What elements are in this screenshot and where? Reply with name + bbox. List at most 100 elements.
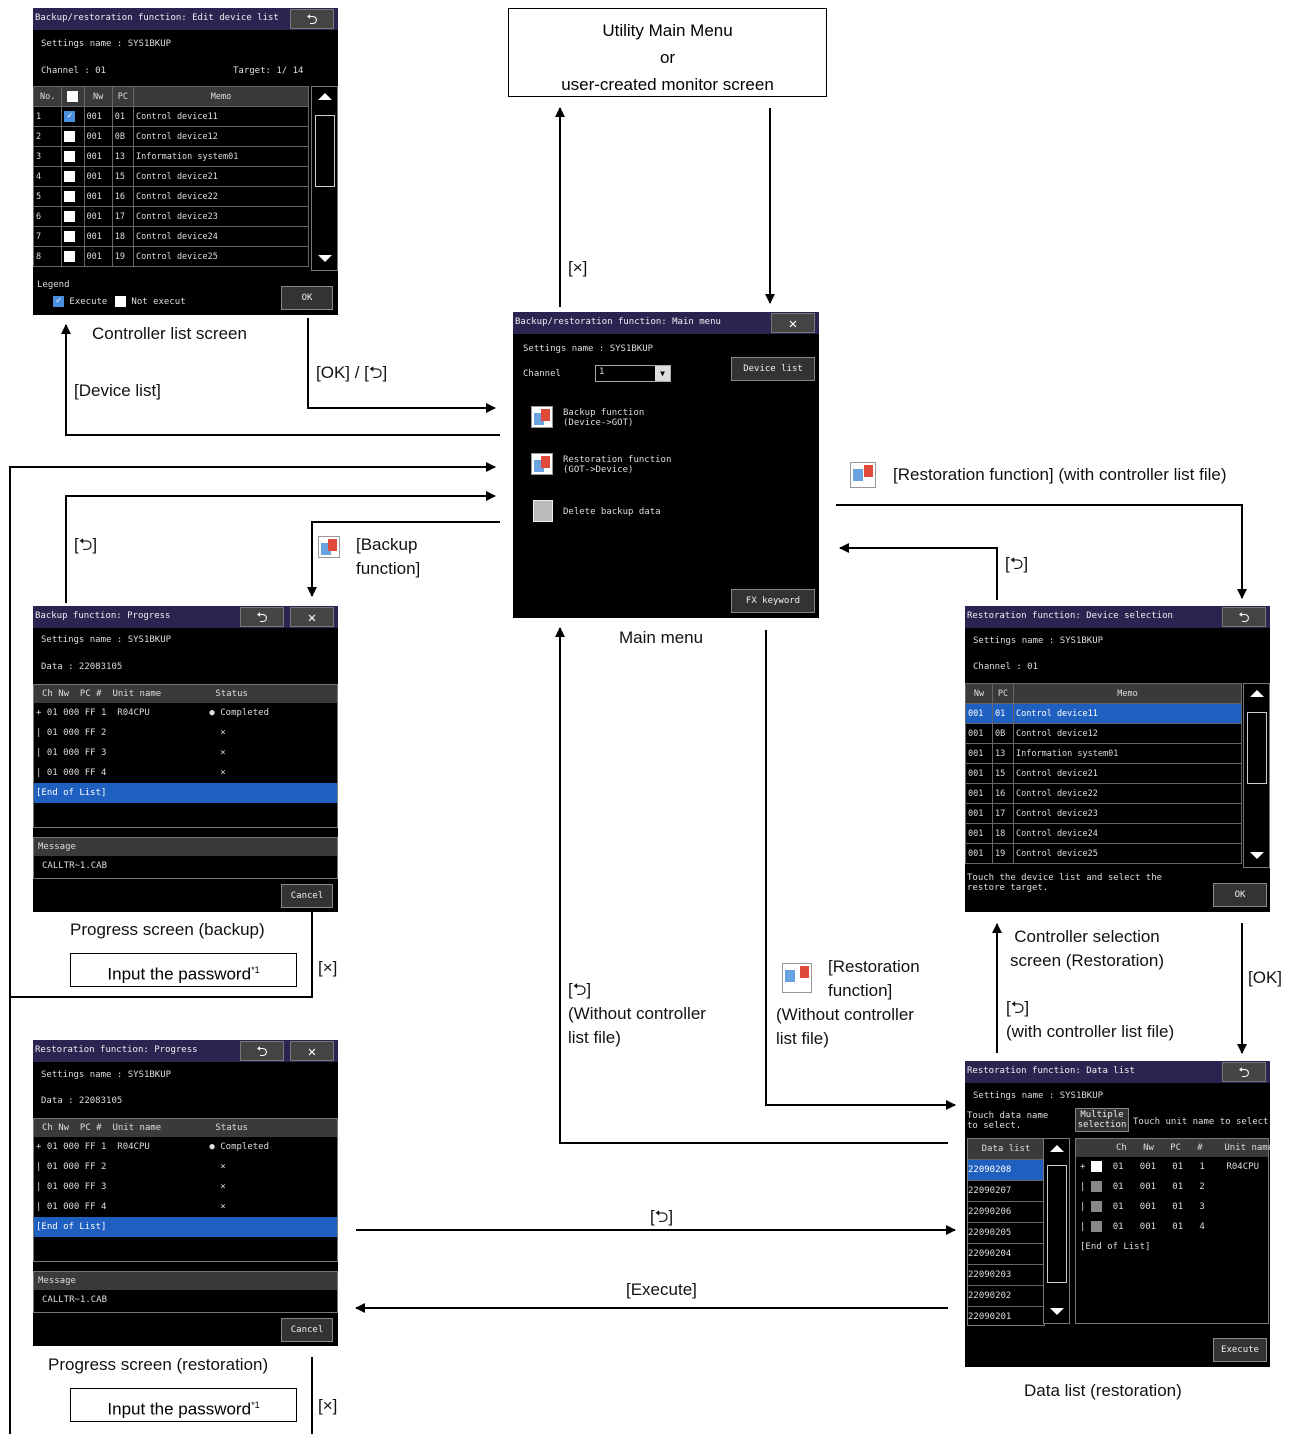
chevron-down-icon[interactable]: ▼ (655, 366, 670, 381)
tree-mark: + (1080, 1162, 1086, 1172)
scrollbar[interactable] (1243, 683, 1270, 868)
row-checkbox[interactable] (61, 246, 85, 267)
message-text: CALLTR~1.CAB (42, 1295, 108, 1305)
list-item[interactable]: + 01 001 01 1 R04CPU (1076, 1157, 1268, 1177)
scroll-thumb[interactable] (1047, 1165, 1067, 1283)
row-checkbox[interactable] (61, 146, 85, 167)
col-check[interactable] (61, 86, 85, 107)
list-end[interactable]: [End of List] (34, 783, 337, 803)
multiple-selection-button[interactable]: Multiple selection (1075, 1108, 1129, 1132)
device-selection-screen: Restoration function: Device selection ⮌… (965, 606, 1270, 912)
row-checkbox[interactable] (61, 166, 85, 187)
channel-select[interactable]: 1 ▼ (595, 365, 671, 382)
unit-checkbox[interactable] (1090, 1161, 1102, 1172)
row-checkbox[interactable] (61, 126, 85, 147)
cancel-button[interactable]: Cancel (281, 1318, 333, 1342)
list-item[interactable]: | 01 000 FF 4 × (36, 1202, 226, 1212)
list-item[interactable]: | 01 000 FF 2 × (36, 728, 226, 738)
back-button[interactable]: ⮌ (240, 1041, 284, 1061)
footnote-mark-backup: *1 (251, 965, 260, 975)
list-item[interactable]: 22090205 (968, 1222, 1044, 1243)
list-item[interactable]: 22090202 (968, 1285, 1044, 1306)
backup-function-item[interactable]: Backup function (Device->GOT) (531, 404, 781, 434)
back-button[interactable]: ⮌ (290, 9, 334, 29)
list-item[interactable]: 22090207 (968, 1180, 1044, 1201)
list-item[interactable]: + 01 000 FF 1 R04CPU ● Completed (36, 1142, 269, 1152)
scroll-down-icon[interactable] (318, 255, 332, 262)
channel-label: Channel (523, 369, 561, 379)
scroll-down-icon[interactable] (1050, 1308, 1064, 1315)
execute-button[interactable]: Execute (1213, 1338, 1267, 1362)
data-list-scrollbar[interactable] (1043, 1138, 1070, 1324)
list-end[interactable]: [End of List] (34, 1217, 337, 1237)
scroll-up-icon[interactable] (318, 93, 332, 100)
list-item[interactable]: | 01 000 FF 2 × (36, 1162, 226, 1172)
list-item[interactable]: | 01 001 01 4 (1076, 1217, 1268, 1237)
row-checkbox[interactable] (61, 186, 85, 207)
device-list-button[interactable]: Device list (731, 357, 815, 381)
list-item[interactable]: + 01 000 FF 1 R04CPU ● Completed (36, 708, 269, 718)
ok-button[interactable]: OK (281, 286, 333, 310)
scroll-thumb[interactable] (315, 115, 335, 187)
back-button[interactable]: ⮌ (1222, 607, 1266, 627)
list-item[interactable]: | 01 001 01 2 (1076, 1177, 1268, 1197)
cell-nw: 001 (83, 166, 113, 187)
cell-pc: 19 (992, 843, 1014, 864)
cancel-button[interactable]: Cancel (281, 884, 333, 908)
list-item[interactable]: 22090204 (968, 1243, 1044, 1264)
scroll-thumb[interactable] (1247, 712, 1267, 784)
utility-line-2: or (659, 48, 676, 67)
cell-no: 8 (33, 246, 63, 267)
hint-line-1: Touch the device list and select the (967, 873, 1163, 883)
list-item[interactable]: 22090203 (968, 1264, 1044, 1285)
unit-checkbox[interactable] (1090, 1181, 1102, 1192)
list-item[interactable]: 22090208 (968, 1159, 1044, 1180)
unit-checkbox[interactable] (1090, 1221, 1102, 1232)
list-end[interactable]: [End of List] (1080, 1242, 1151, 1252)
cell-pc: 17 (111, 206, 135, 227)
list-item[interactable]: | 01 000 FF 4 × (36, 768, 226, 778)
fx-keyword-button[interactable]: FX keyword (731, 589, 815, 613)
scroll-up-icon[interactable] (1250, 690, 1264, 697)
list-item[interactable]: | 01 001 01 3 (1076, 1197, 1268, 1217)
list-item[interactable]: | 01 000 FF 3 × (36, 1182, 226, 1192)
close-button[interactable]: ✕ (771, 313, 815, 333)
settings-name: Settings name : SYS1BKUP (973, 1091, 1104, 1101)
screen-title: Restoration function: Data list (967, 1066, 1135, 1076)
back-button[interactable]: ⮌ (1222, 1062, 1266, 1082)
unit-checkbox[interactable] (1090, 1201, 1102, 1212)
close-button[interactable]: ✕ (290, 1041, 334, 1061)
row-checkbox[interactable]: ✓ (61, 106, 85, 127)
legend-not-execute-text: Not execut (131, 297, 186, 307)
list-item[interactable]: | 01 000 FF 3 × (36, 748, 226, 758)
restoration-function-item[interactable]: Restoration function (GOT->Device) (531, 451, 781, 481)
scroll-down-icon[interactable] (1250, 852, 1264, 859)
ok-button[interactable]: OK (1213, 883, 1267, 907)
list-item[interactable]: 22090201 (968, 1306, 1044, 1327)
controller-selection-line-2: screen (Restoration) (1010, 951, 1165, 970)
scroll-up-icon[interactable] (1050, 1145, 1064, 1152)
back-button[interactable]: ⮌ (240, 607, 284, 627)
row-checkbox[interactable] (61, 226, 85, 247)
delete-backup-item[interactable]: Delete backup data (531, 500, 781, 524)
row-checkbox[interactable] (61, 206, 85, 227)
list-item[interactable]: 22090206 (968, 1201, 1044, 1222)
close-button[interactable]: ✕ (290, 607, 334, 627)
scrollbar[interactable] (311, 86, 338, 271)
